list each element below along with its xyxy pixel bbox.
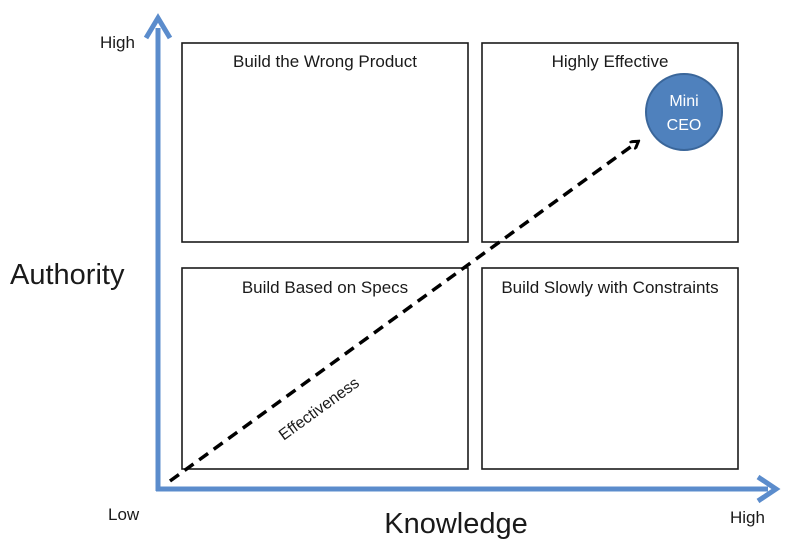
quadrant-bottom-left <box>181 267 469 470</box>
quadrants: Build the Wrong Product Highly Effective… <box>181 42 739 470</box>
x-axis-arrowhead <box>756 474 781 504</box>
y-axis-high-label: High <box>100 33 135 52</box>
quadrant-title-bottom-right: Build Slowly with Constraints <box>501 278 718 297</box>
y-axis-arrowhead <box>143 13 173 40</box>
quadrant-top-left <box>181 42 469 243</box>
quadrant-bottom-right <box>481 267 739 470</box>
x-axis-high-label: High <box>730 508 765 527</box>
quadrant-title-bottom-left: Build Based on Specs <box>242 278 408 297</box>
y-axis-title: Authority <box>10 259 125 291</box>
mini-ceo-bubble: Mini CEO <box>645 73 723 151</box>
mini-ceo-label-line1: Mini <box>669 93 698 110</box>
effectiveness-arrow-line <box>168 143 636 483</box>
x-axis-title: Knowledge <box>384 508 528 540</box>
axis-labels: High Authority Low Knowledge High <box>10 33 765 540</box>
origin-low-label: Low <box>108 505 140 524</box>
quadrant-title-top-right: Highly Effective <box>552 52 669 71</box>
mini-ceo-circle <box>645 73 723 151</box>
mini-ceo-label-line2: CEO <box>667 117 702 134</box>
axes <box>143 13 781 504</box>
quadrant-title-top-left: Build the Wrong Product <box>233 52 417 71</box>
